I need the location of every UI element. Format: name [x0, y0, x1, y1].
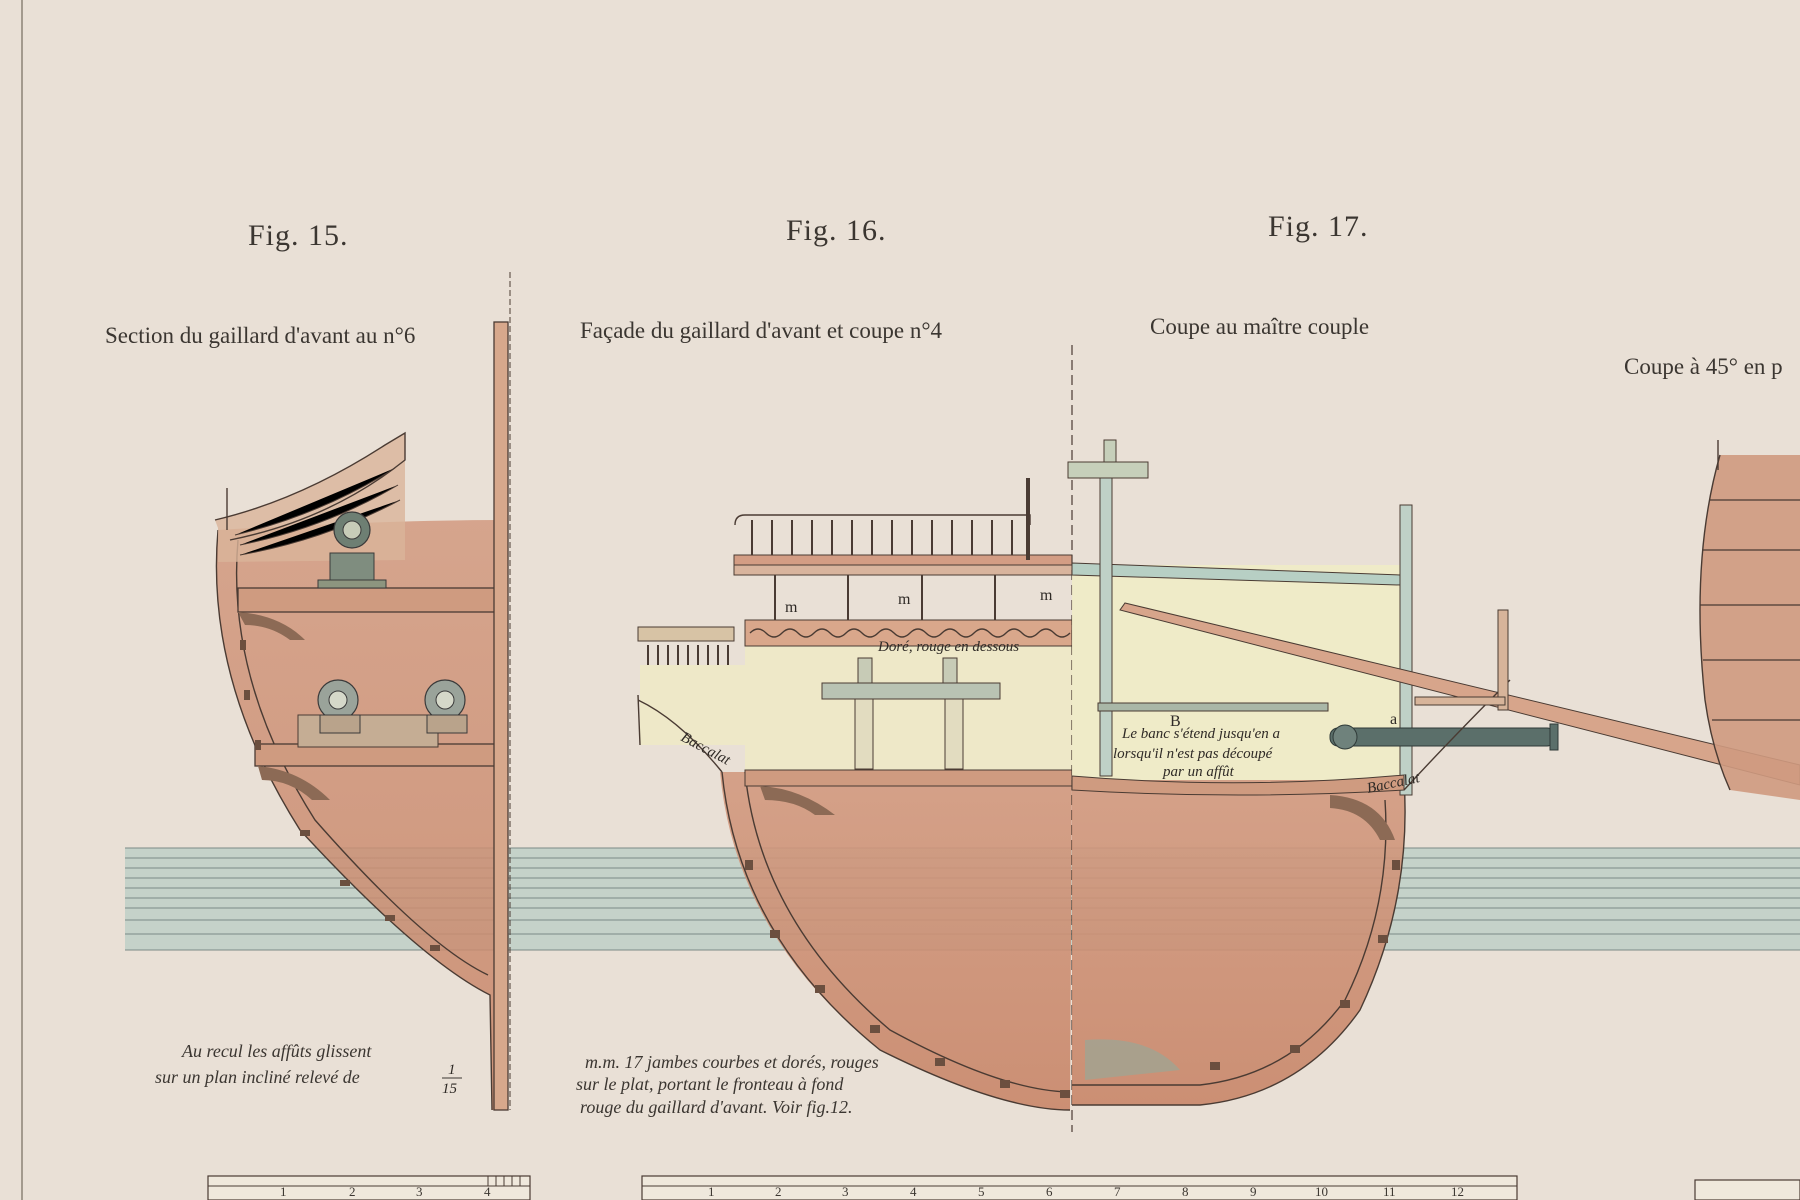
fig15-note-frac-num: 1 [448, 1062, 456, 1078]
fig15-note-2: sur un plan incliné relevé de [155, 1067, 360, 1087]
note-dore: Doré, rouge en dessous [877, 639, 1019, 655]
fig16-note-3: rouge du gaillard d'avant. Voir fig.12. [580, 1097, 853, 1117]
label-B: B [1170, 713, 1181, 730]
note-banc-2: lorsqu'il n'est pas découpé [1113, 746, 1274, 762]
figure-16 [637, 345, 1073, 1132]
scale-mid-tick-6: 6 [1046, 1184, 1053, 1199]
fig15-note-1: Au recul les affûts glissent [181, 1041, 372, 1061]
fig16-note-1: m.m. 17 jambes courbes et dorés, rouges [585, 1052, 879, 1072]
scale-mid-tick-8: 8 [1182, 1184, 1189, 1199]
scale-mid-tick-2: 2 [775, 1184, 782, 1199]
scale-mid-tick-7: 7 [1114, 1184, 1121, 1199]
scale-mid-tick-11: 11 [1383, 1184, 1396, 1199]
scale-mid-tick-10: 10 [1315, 1184, 1328, 1199]
scale-mid-tick-12: 12 [1451, 1184, 1464, 1199]
fig16-number: Fig. 16. [786, 214, 887, 247]
scale-left-tick-1: 1 [280, 1184, 287, 1199]
scale-mid-tick-9: 9 [1250, 1184, 1257, 1199]
scale-bar-right [1694, 1179, 1800, 1200]
label-m-1: m [785, 599, 798, 616]
fig15-caption: Section du gaillard d'avant au n°6 [105, 323, 415, 348]
fig16-caption: Façade du gaillard d'avant et coupe n°4 [580, 318, 943, 343]
fig18-caption: Coupe à 45° en p [1624, 354, 1783, 379]
fig17-number: Fig. 17. [1268, 210, 1369, 243]
scale-bar-left [207, 1175, 531, 1200]
scale-mid-tick-5: 5 [978, 1184, 985, 1199]
scale-mid-tick-3: 3 [842, 1184, 849, 1199]
fig16-note-2: sur le plat, portant le fronteau à fond [576, 1074, 844, 1094]
cannons-lower [297, 679, 468, 748]
figure-15 [214, 272, 511, 1111]
fig15-note-frac-den: 15 [442, 1081, 458, 1097]
scale-mid-tick-1: 1 [708, 1184, 715, 1199]
scale-left-tick-2: 2 [349, 1184, 356, 1199]
cannon-upper [317, 511, 387, 589]
scale-left-tick-4: 4 [484, 1184, 491, 1199]
note-banc-3: par un affût [1162, 764, 1235, 780]
fig17-caption: Coupe au maître couple [1150, 314, 1369, 339]
label-m-3: m [1040, 587, 1053, 604]
scale-bar-middle [641, 1175, 1518, 1200]
figure-17 [1067, 439, 1800, 1106]
fig15-number: Fig. 15. [248, 219, 349, 252]
figure-partial-right [1699, 440, 1800, 800]
label-a: a [1390, 711, 1397, 728]
label-m-2: m [898, 591, 911, 608]
scale-mid-tick-4: 4 [910, 1184, 917, 1199]
scale-left-tick-3: 3 [416, 1184, 423, 1199]
cannon-deck [1329, 723, 1559, 751]
note-banc-1: Le banc s'étend jusqu'en a [1121, 726, 1280, 742]
